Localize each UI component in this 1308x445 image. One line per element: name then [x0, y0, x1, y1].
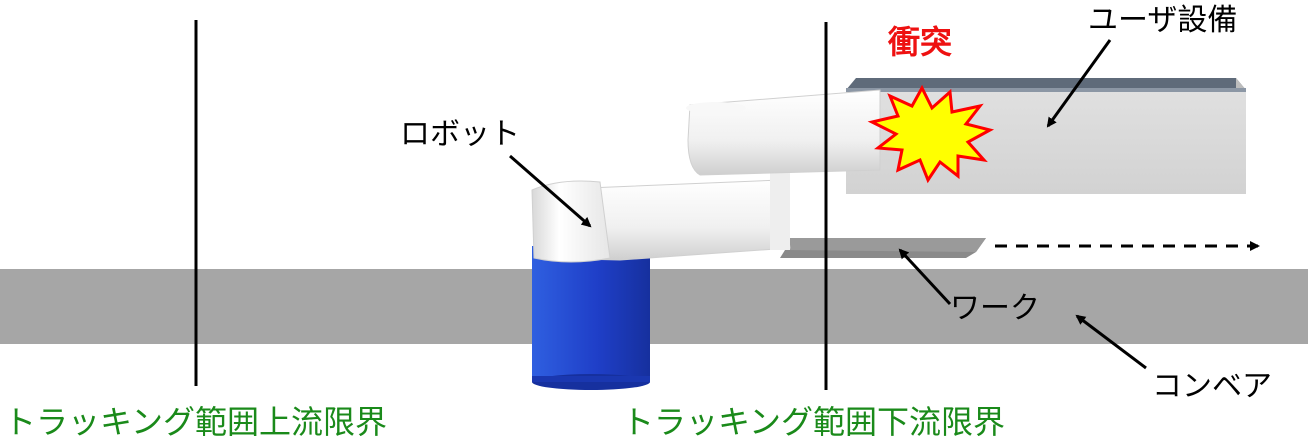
upstream-limit-label: トラッキング範囲上流限界: [4, 403, 388, 441]
workpiece-label: ワーク: [950, 291, 1040, 326]
conveyor-label: コンベア: [1152, 369, 1272, 404]
leader-arrow-robot: [509, 154, 592, 228]
collision-burst-icon: [867, 84, 995, 184]
downstream-limit-label: トラッキング範囲下流限界: [622, 403, 1006, 441]
conveyor-belt: [0, 269, 1308, 344]
leader-arrow-equipment: [1046, 39, 1112, 128]
robot-arm: [531, 89, 881, 263]
collision-label: 衝突: [888, 23, 953, 61]
leader-arrow-conveyor: [1075, 314, 1147, 370]
robot-label: ロボット: [400, 117, 520, 152]
workpiece: [780, 238, 986, 258]
leader-arrow-workpiece: [898, 248, 952, 306]
user-equipment-label: ユーザ設備: [1088, 3, 1238, 38]
robot-base: [532, 246, 650, 390]
